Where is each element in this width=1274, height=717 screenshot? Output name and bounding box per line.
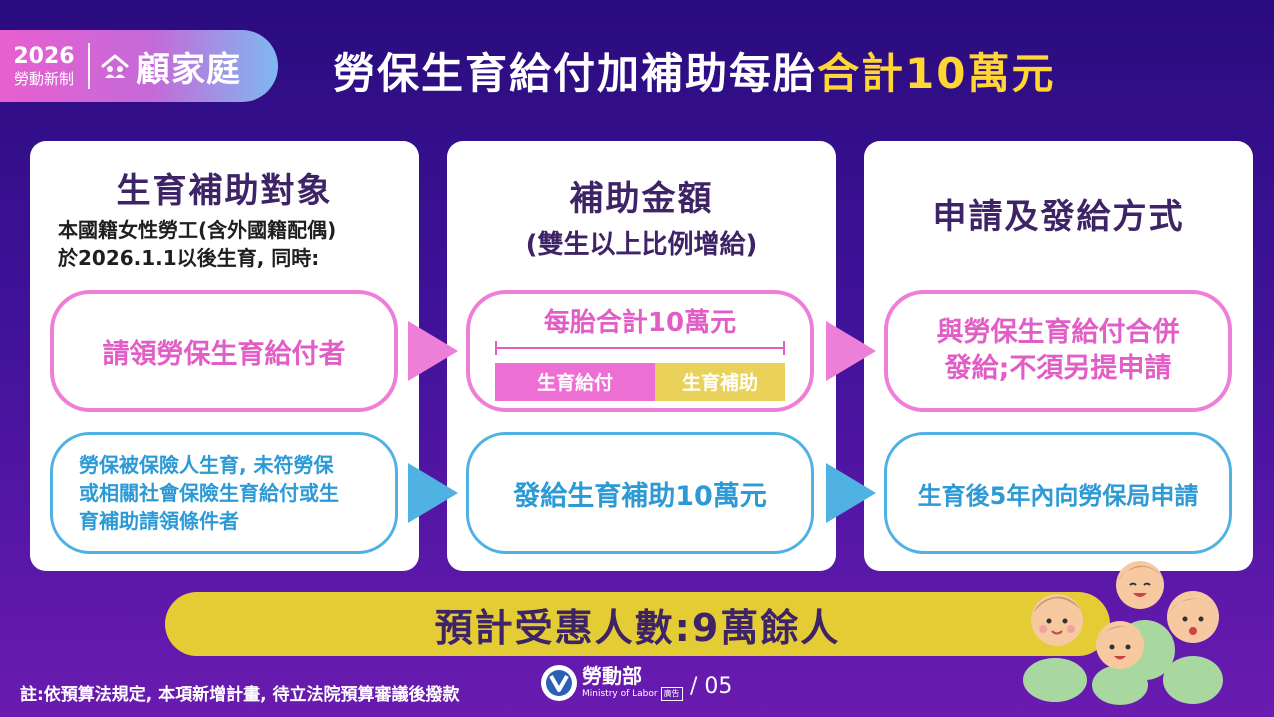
arrow-right-icon bbox=[826, 463, 876, 523]
pill-subsidy-amount: 發給生育補助10萬元 bbox=[466, 432, 814, 554]
ad-tag: 廣告 bbox=[660, 687, 683, 701]
babies-illustration bbox=[1023, 561, 1223, 705]
arrow-right-icon bbox=[826, 321, 876, 381]
bar-seg-subsidy: 生育補助 bbox=[655, 362, 785, 401]
desc-line1: 本國籍女性勞工(含外國籍配偶) bbox=[58, 218, 337, 242]
badge-brand-text: 顧家庭 bbox=[136, 49, 241, 90]
pill-uninsured-case: 勞保被保險人生育, 未符勞保 或相關社會保險生育給付或生 育補助請領條件者 bbox=[50, 432, 398, 554]
pill-combined-line1: 與勞保生育給付合併 bbox=[936, 317, 1180, 348]
pill-uninsured-line3: 育補助請領條件者 bbox=[79, 509, 239, 533]
pill-amount-breakdown: 每胎合計10萬元 生育給付 生育補助 bbox=[466, 290, 814, 412]
badge-year-block: 2026 勞動新制 bbox=[0, 44, 88, 88]
badge-year: 2026 bbox=[13, 44, 75, 69]
arrow-right-icon bbox=[408, 463, 458, 523]
card-amount-heading: 補助金額 bbox=[569, 179, 714, 219]
badge-divider bbox=[88, 43, 90, 89]
card-amount-subheading: (雙生以上比例增給) bbox=[525, 230, 758, 260]
pill-uninsured-line2: 或相關社會保險生育給付或生 bbox=[79, 481, 339, 505]
pill-maternity-benefit-claimant: 請領勞保生育給付者 bbox=[50, 290, 398, 412]
ministry-logo-icon bbox=[541, 665, 577, 701]
pill-combined-line2: 發給;不須另提申請 bbox=[944, 353, 1172, 384]
amount-bar: 生育給付 生育補助 bbox=[495, 362, 785, 401]
pill-combined-payment: 與勞保生育給付合併 發給;不須另提申請 bbox=[884, 290, 1232, 412]
page-number: / 05 bbox=[690, 674, 733, 699]
card-eligibility-desc: 本國籍女性勞工(含外國籍配偶) 於2026.1.1以後生育, 同時: bbox=[30, 212, 419, 272]
house-icon bbox=[101, 54, 129, 78]
header-badge: 2026 勞動新制 顧家庭 bbox=[0, 30, 278, 102]
page-title-highlight: 合計10萬元 bbox=[817, 49, 1056, 98]
bar-label: 每胎合計10萬元 bbox=[543, 307, 737, 338]
pill-uninsured-line1: 勞保被保險人生育, 未符勞保 bbox=[79, 453, 334, 477]
desc-line2: 於2026.1.1以後生育, 同時: bbox=[58, 246, 320, 270]
beneficiary-banner: 預計受惠人數:9萬餘人 bbox=[165, 592, 1110, 656]
badge-subtitle: 勞動新制 bbox=[13, 70, 74, 88]
badge-brand: 顧家庭 bbox=[90, 42, 241, 91]
page-title: 勞保生育給付加補助每胎合計10萬元 bbox=[333, 40, 1055, 100]
arrow-right-icon bbox=[408, 321, 458, 381]
bar-seg-benefit: 生育給付 bbox=[495, 362, 655, 401]
card-eligibility-heading: 生育補助對象 bbox=[116, 171, 333, 211]
pill-apply-within-5-years: 生育後5年內向勞保局申請 bbox=[884, 432, 1232, 554]
footnote: 註:依預算法規定, 本項新增計畫, 待立法院預算審議後撥款 bbox=[20, 685, 460, 705]
ministry-name-zh: 勞動部 bbox=[582, 664, 642, 688]
card-application-heading: 申請及發給方式 bbox=[932, 197, 1185, 237]
ministry-name-en-text: Ministry of Labor bbox=[582, 689, 658, 699]
bar-bracket bbox=[495, 340, 785, 355]
page-title-main: 勞保生育給付加補助每胎 bbox=[333, 49, 818, 98]
